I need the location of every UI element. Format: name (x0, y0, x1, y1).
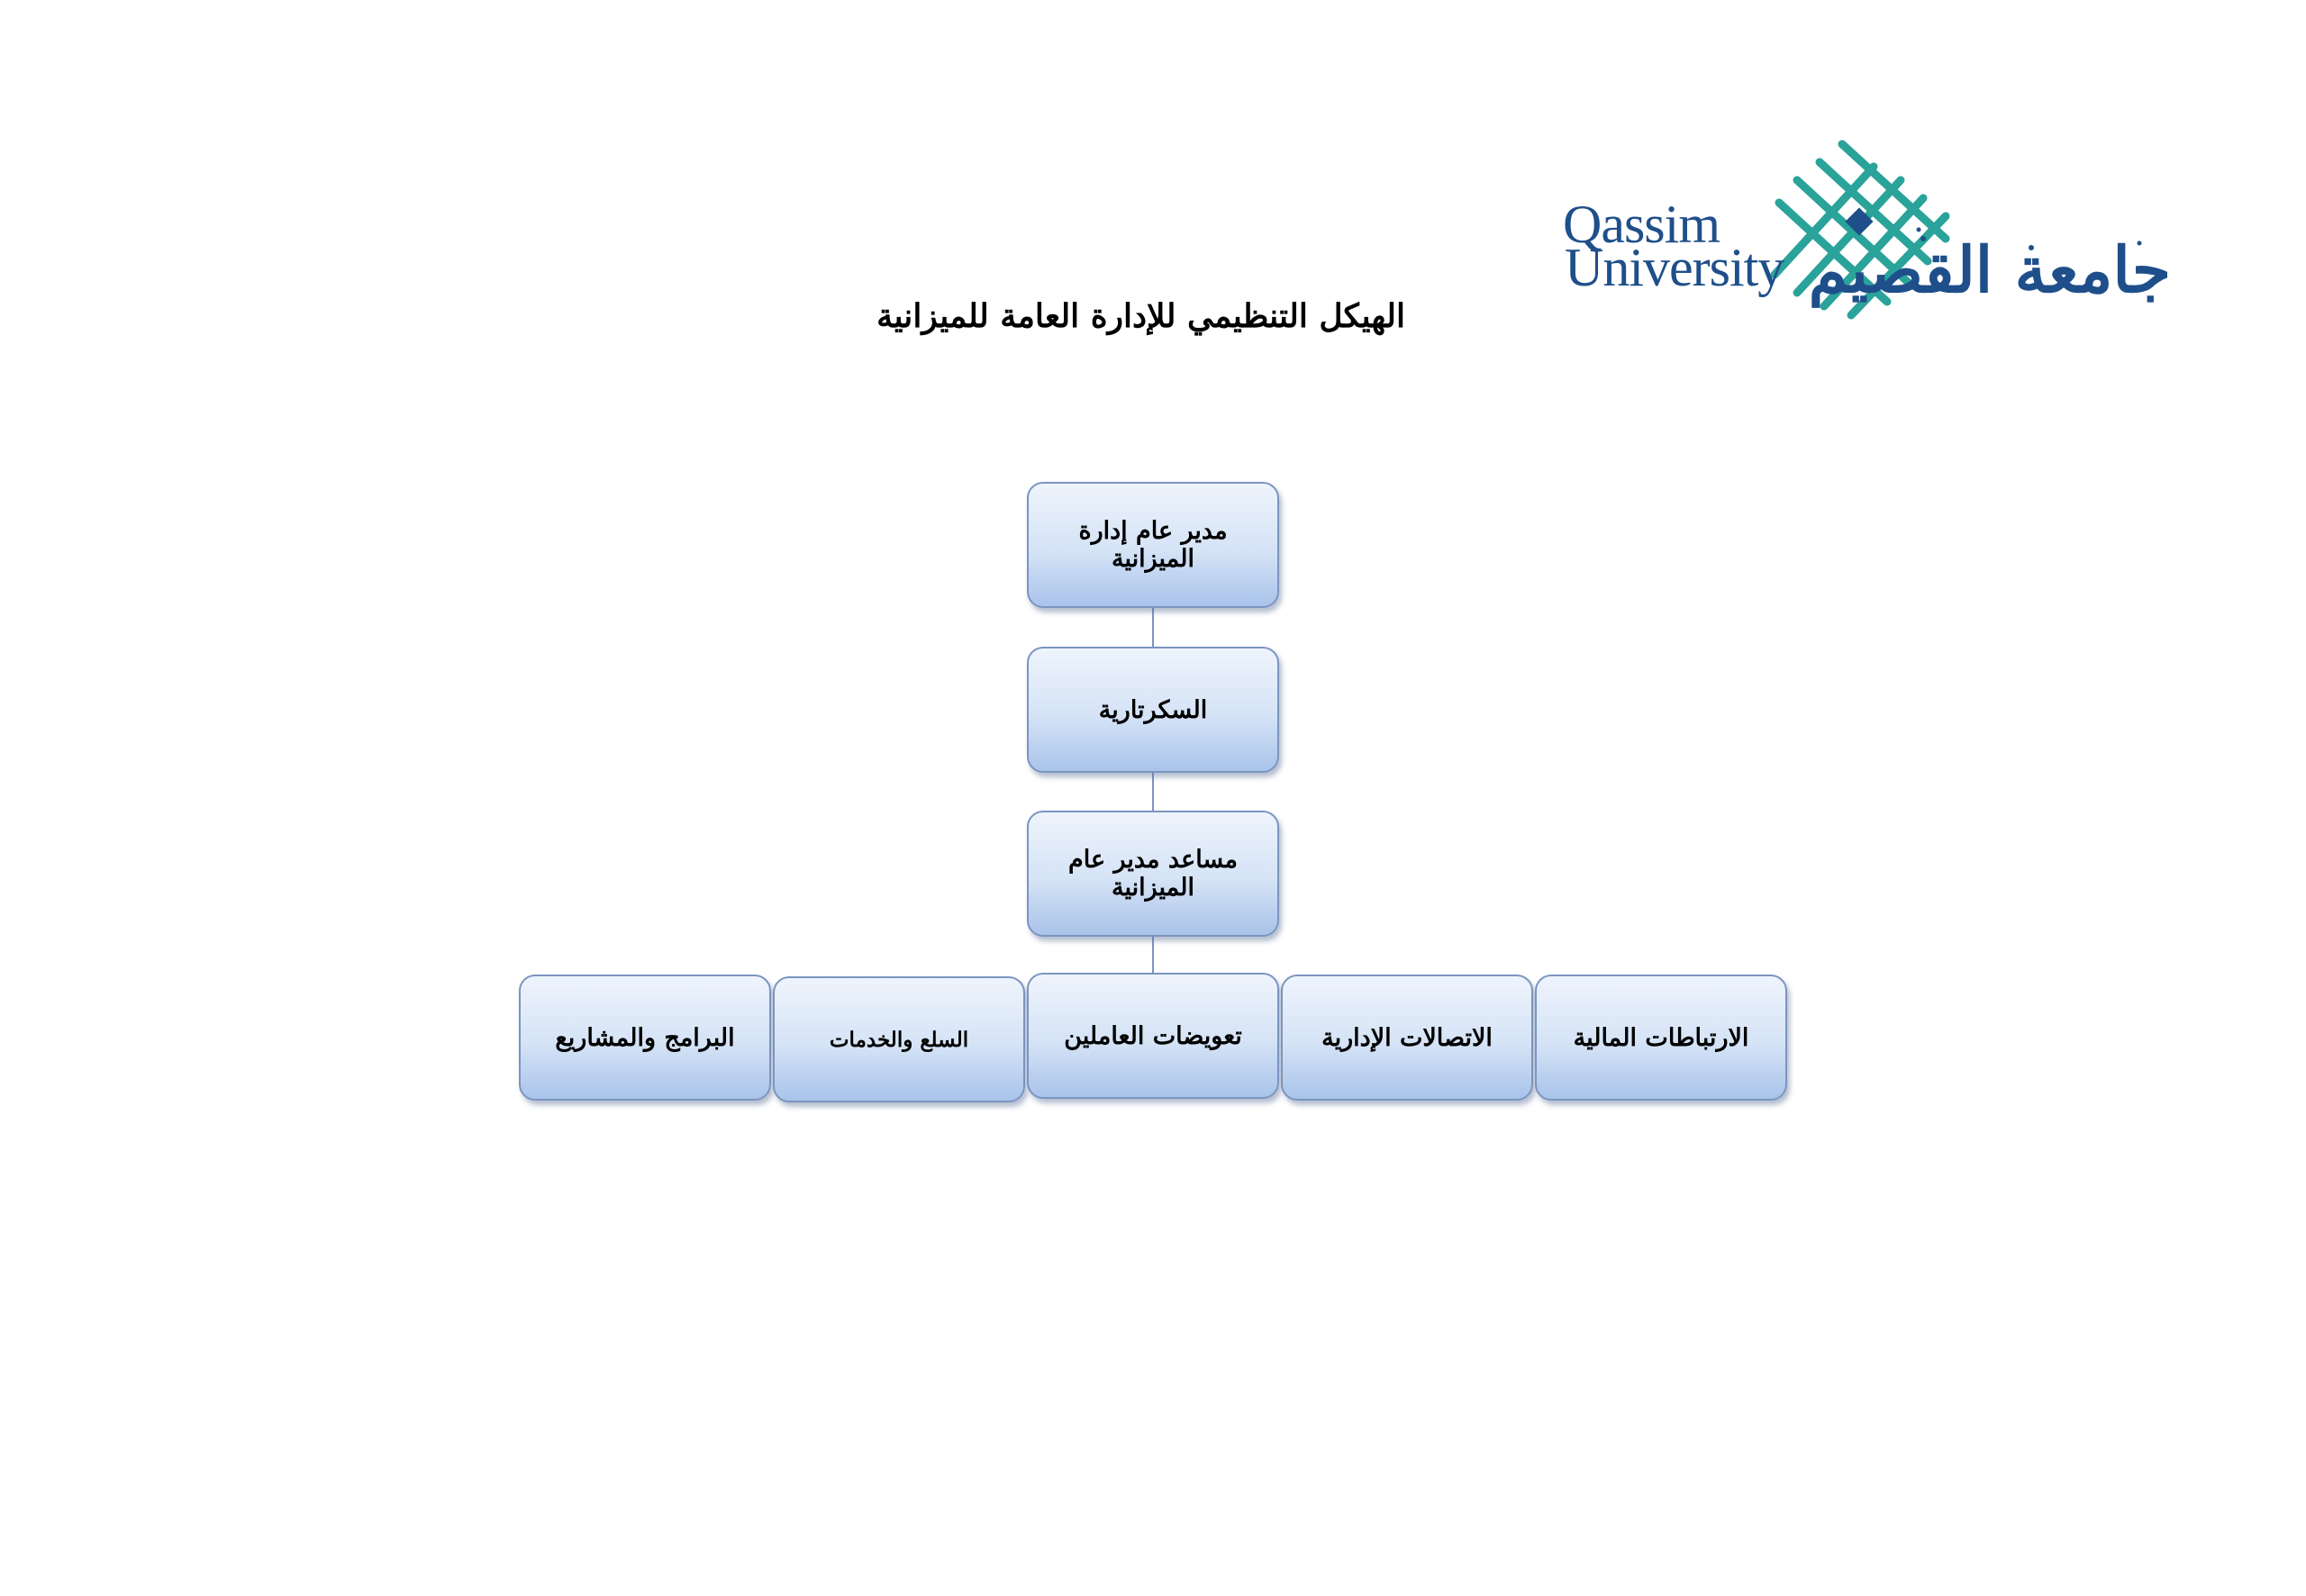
org-box-goods-services: السلع والخدمات (773, 976, 1025, 1102)
logo-arabic-text: جامعة القصيم (1808, 232, 2171, 307)
university-logo: Qassim University جامعة القصيم (1563, 140, 2171, 347)
lattice-emblem-icon (1770, 140, 2142, 320)
page-title: الهيكل التنظيمي للإدارة العامة للميزانية (876, 297, 1405, 335)
org-box-administrative-communications: الاتصالات الإدارية (1281, 975, 1533, 1101)
logo-english-line-1: Qassim (1563, 195, 1720, 254)
org-box-financial-commitments: الارتباطات المالية (1535, 975, 1787, 1101)
org-box-assistant-director: مساعد مدير عام الميزانية (1027, 811, 1279, 937)
logo-english-text: Qassim University (1563, 195, 1784, 297)
org-box-programs-projects: البرامج والمشاريع (519, 975, 771, 1101)
logo-english-line-2: University (1565, 238, 1784, 297)
org-box-director-general: مدير عام إدارة الميزانية (1027, 482, 1279, 608)
org-box-employee-compensation: تعويضات العاملين (1027, 973, 1279, 1099)
org-box-secretary: السكرتارية (1027, 647, 1279, 773)
